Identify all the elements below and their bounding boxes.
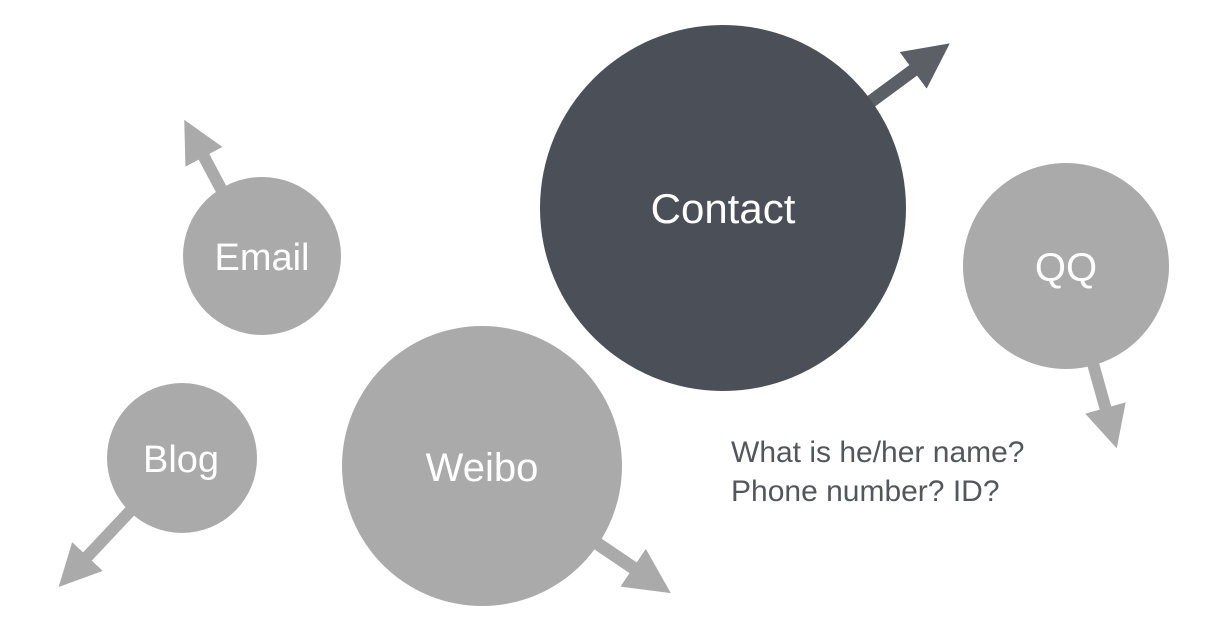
weibo-arrow-icon bbox=[588, 534, 671, 594]
node-email-label: Email bbox=[214, 237, 309, 279]
blog-arrow-icon bbox=[58, 502, 139, 588]
node-qq-label: QQ bbox=[1035, 246, 1097, 290]
qq-arrow-icon bbox=[1085, 358, 1126, 449]
node-blog-label: Blog bbox=[143, 439, 219, 481]
question-note-line1: What is he/her name? bbox=[731, 436, 1024, 469]
node-contact-circle bbox=[540, 25, 906, 391]
node-contact-label: Contact bbox=[651, 185, 796, 232]
node-weibo-label: Weibo bbox=[426, 446, 539, 490]
node-blog-circle bbox=[107, 383, 257, 533]
node-qq-circle bbox=[963, 163, 1169, 369]
question-note: What is he/her name? Phone number? ID? bbox=[731, 436, 1024, 508]
question-note-line2: Phone number? ID? bbox=[731, 475, 1000, 508]
node-weibo-circle bbox=[342, 326, 622, 606]
node-email-circle bbox=[183, 177, 341, 335]
